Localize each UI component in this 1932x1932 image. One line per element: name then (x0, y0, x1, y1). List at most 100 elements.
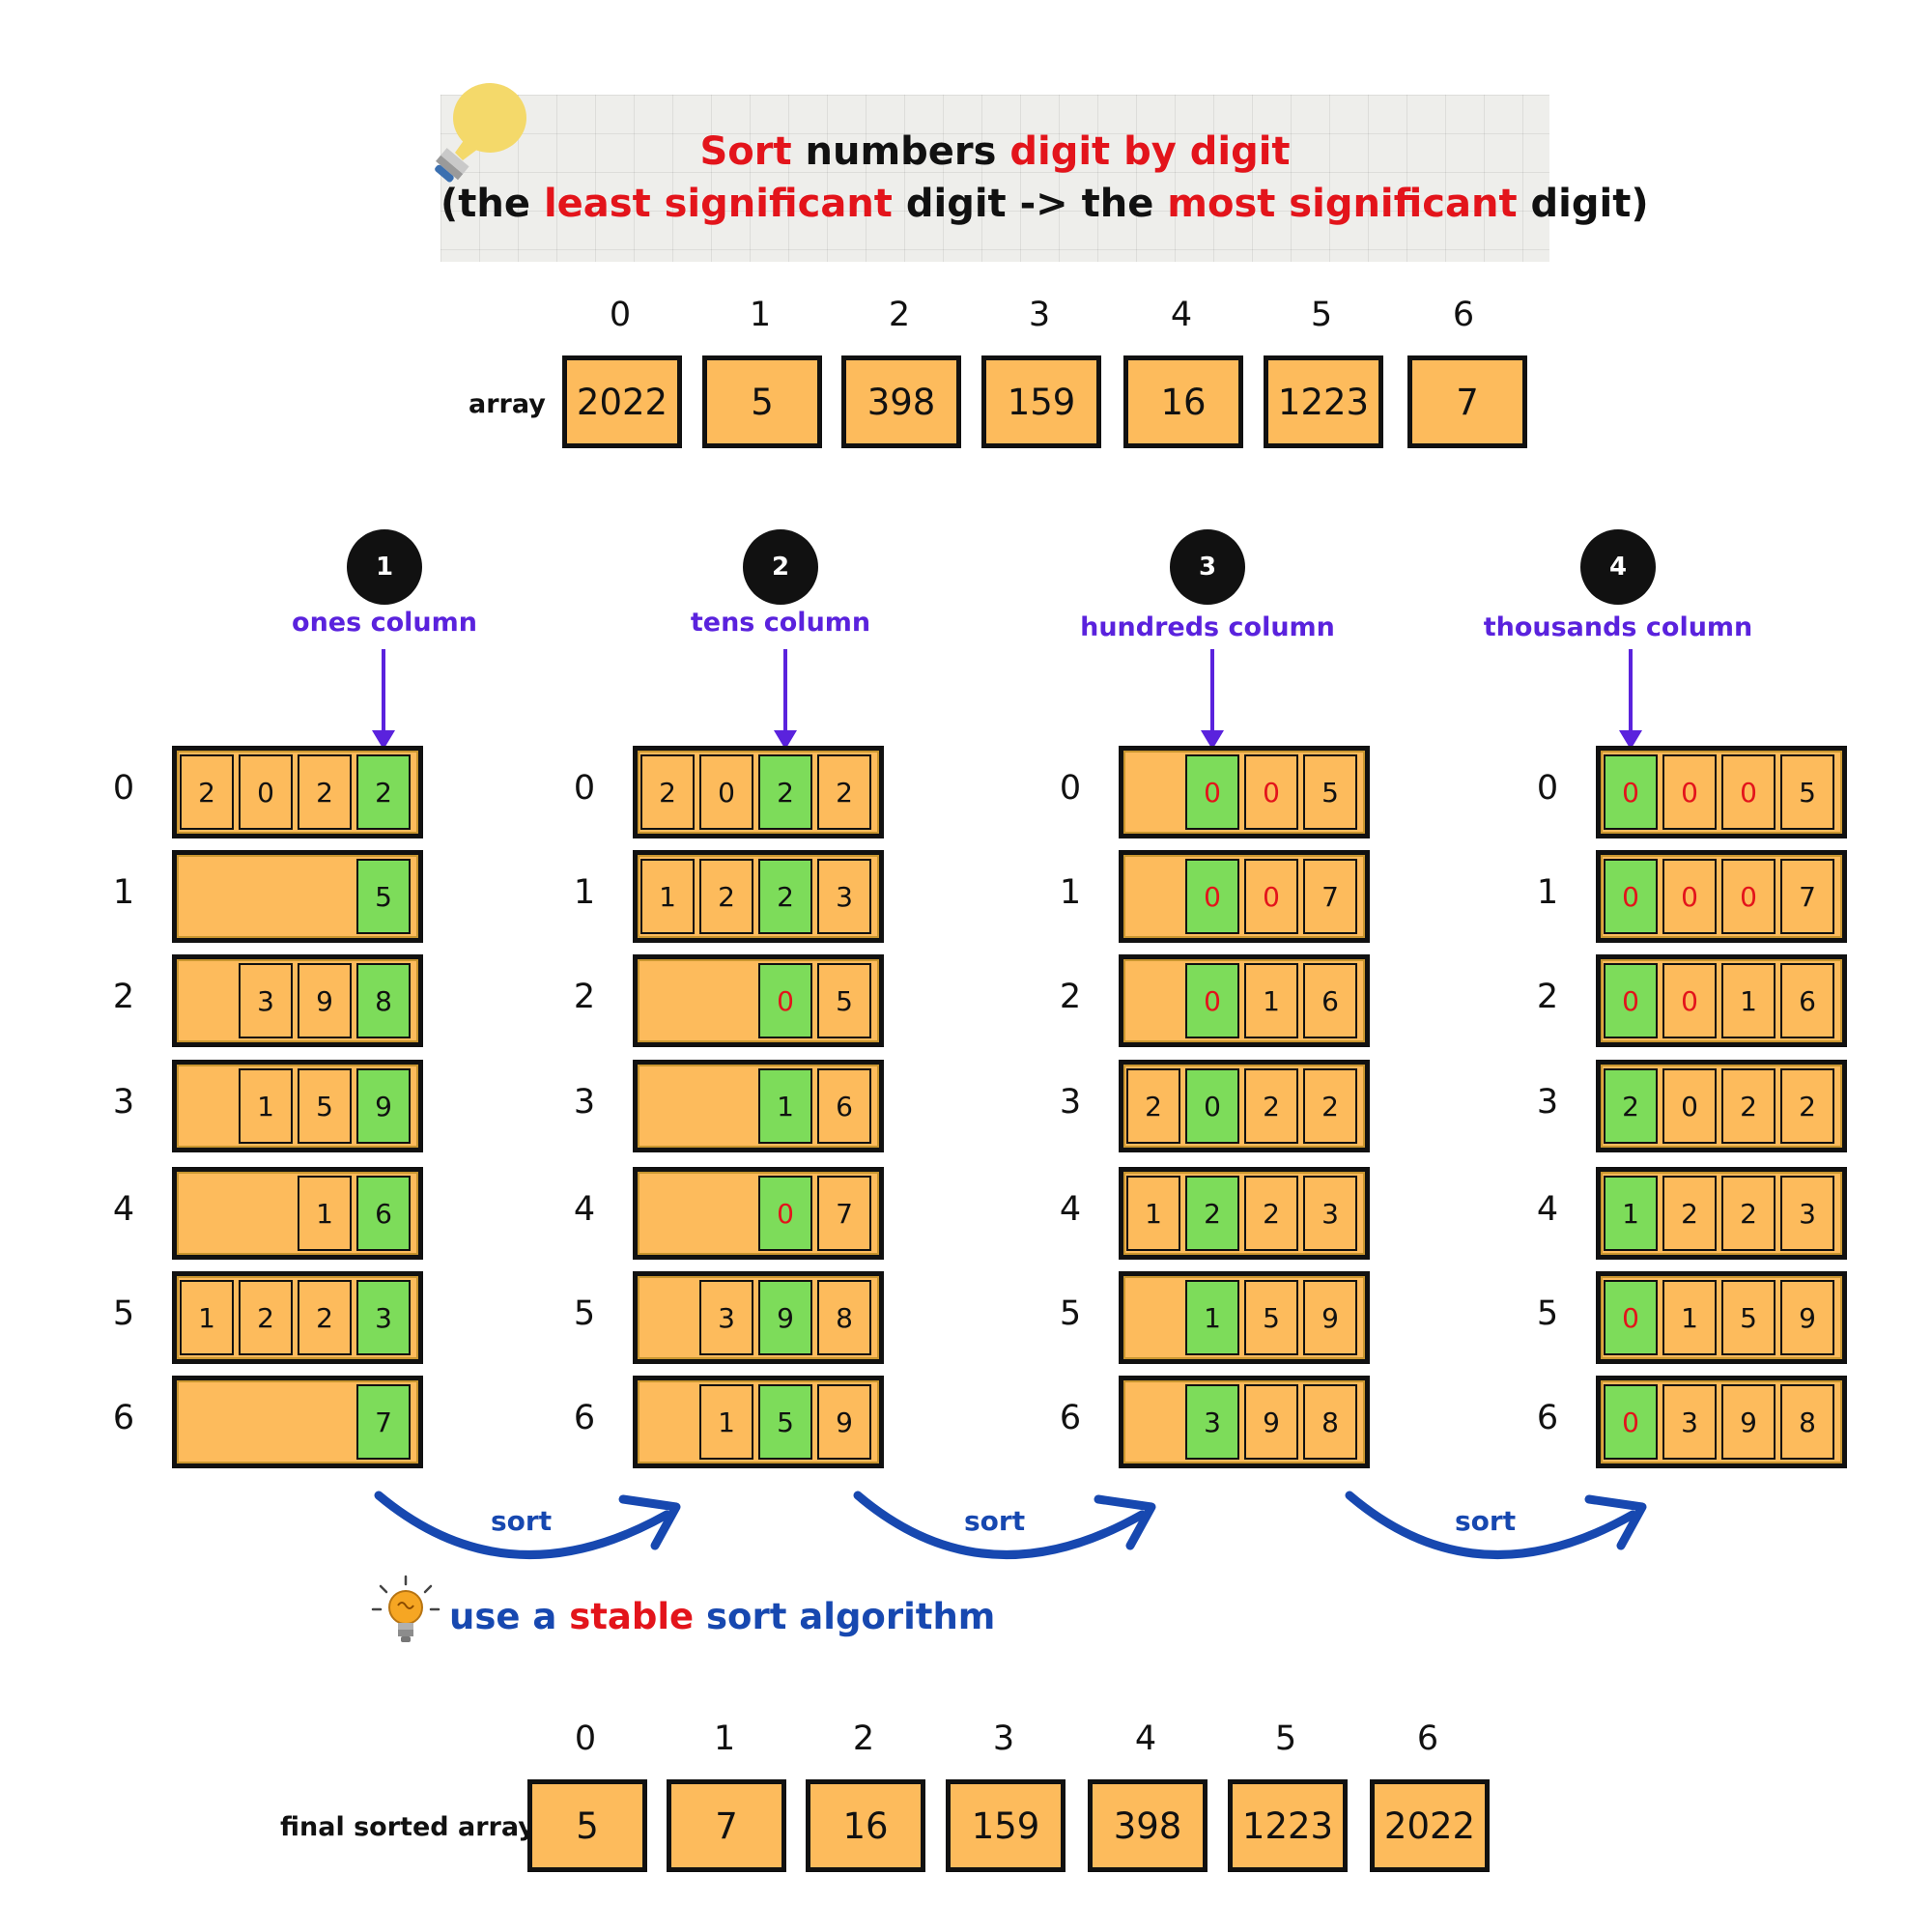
highlighted-digit: 0 (1604, 859, 1658, 934)
row-index: 5 (112, 1294, 135, 1333)
digit-cell: 5 (1303, 754, 1357, 830)
row-index: 4 (573, 1190, 596, 1229)
digit-cell: 0 (1244, 754, 1298, 830)
stable-note-segment: sort algorithm (694, 1596, 996, 1637)
digit-cell: 3 (239, 963, 293, 1038)
row-index: 4 (1536, 1190, 1559, 1229)
digit-cell: 2 (1126, 1068, 1180, 1144)
header-line-2-segment: most significant (1167, 182, 1518, 226)
column-caption: hundreds column (1080, 612, 1335, 642)
digit-cell: 2 (298, 754, 352, 830)
highlighted-digit: 0 (1185, 754, 1239, 830)
column-pointer-arrow (372, 649, 395, 750)
input-array-index: 1 (749, 296, 772, 334)
output-array-cell: 7 (667, 1779, 786, 1872)
row-index: 2 (1536, 978, 1559, 1016)
digit-cell: 1 (180, 1280, 234, 1355)
highlighted-digit: 5 (758, 1384, 812, 1460)
digit-cell: 0 (1721, 754, 1776, 830)
digit-cell: 3 (1662, 1384, 1717, 1460)
highlighted-digit: 3 (356, 1280, 411, 1355)
row-index: 3 (1059, 1083, 1082, 1122)
output-array-cell: 398 (1088, 1779, 1208, 1872)
digit-cell: 1 (1662, 1280, 1717, 1355)
digit-cell: 1 (1244, 963, 1298, 1038)
header-line-2: (the least significant digit -> the most… (440, 182, 1649, 226)
row-index: 6 (112, 1399, 135, 1437)
sort-label: sort (964, 1505, 1026, 1537)
digit-cell: 1 (239, 1068, 293, 1144)
output-array-index: 5 (1274, 1719, 1297, 1758)
digit-cell: 0 (1721, 859, 1776, 934)
output-array-index: 0 (574, 1719, 597, 1758)
digit-cell: 0 (1662, 1068, 1717, 1144)
digit-cell: 9 (1721, 1384, 1776, 1460)
lightbulb-icon (435, 83, 526, 183)
digit-cell: 5 (1244, 1280, 1298, 1355)
header-line-1-segment: numbers (791, 129, 1010, 174)
digit-cell: 8 (817, 1280, 871, 1355)
row-index: 5 (573, 1294, 596, 1333)
highlighted-digit: 2 (1604, 1068, 1658, 1144)
highlighted-digit: 2 (356, 754, 411, 830)
output-array-index: 4 (1134, 1719, 1157, 1758)
digit-cell: 2 (239, 1280, 293, 1355)
column-caption: ones column (292, 608, 477, 638)
highlighted-digit: 0 (1185, 859, 1239, 934)
row-index: 0 (112, 769, 135, 808)
row-index: 2 (573, 978, 596, 1016)
input-array-cell: 1223 (1264, 355, 1383, 448)
input-array-cell: 398 (841, 355, 961, 448)
sort-label: sort (491, 1505, 553, 1537)
digit-cell: 1 (1721, 963, 1776, 1038)
highlighted-digit: 2 (1185, 1176, 1239, 1251)
row-index: 5 (1059, 1294, 1082, 1333)
input-array-index: 5 (1310, 296, 1333, 334)
digit-cell: 3 (1303, 1176, 1357, 1251)
highlighted-digit: 0 (1604, 963, 1658, 1038)
column-pointer-arrow (774, 649, 797, 750)
header-line-2-segment: least significant (543, 182, 893, 226)
digit-cell: 5 (298, 1068, 352, 1144)
highlighted-digit: 0 (1185, 1068, 1239, 1144)
digit-cell: 0 (699, 754, 753, 830)
output-array-cell: 2022 (1370, 1779, 1490, 1872)
highlighted-digit: 0 (758, 1176, 812, 1251)
output-array-index: 2 (852, 1719, 875, 1758)
digit-cell: 9 (1244, 1384, 1298, 1460)
row-index: 2 (1059, 978, 1082, 1016)
output-array-cell: 16 (806, 1779, 925, 1872)
highlighted-digit: 0 (758, 963, 812, 1038)
row-index: 6 (1536, 1399, 1559, 1437)
input-array-cell: 7 (1407, 355, 1527, 448)
digit-cell: 7 (1303, 859, 1357, 934)
output-array-index: 6 (1416, 1719, 1439, 1758)
digit-cell: 1 (699, 1384, 753, 1460)
stable-note-segment: use a (449, 1596, 570, 1637)
digit-cell: 2 (180, 754, 234, 830)
input-array-cell: 159 (981, 355, 1101, 448)
highlighted-digit: 1 (1604, 1176, 1658, 1251)
digit-cell: 1 (1126, 1176, 1180, 1251)
highlighted-digit: 2 (758, 859, 812, 934)
digit-cell: 6 (817, 1068, 871, 1144)
row-index: 2 (112, 978, 135, 1016)
output-array-index: 1 (713, 1719, 736, 1758)
highlighted-digit: 9 (356, 1068, 411, 1144)
highlighted-digit: 0 (1604, 1280, 1658, 1355)
digit-cell: 2 (1721, 1068, 1776, 1144)
input-array-index: 2 (888, 296, 911, 334)
output-array-index: 3 (992, 1719, 1015, 1758)
digit-cell: 0 (1662, 754, 1717, 830)
